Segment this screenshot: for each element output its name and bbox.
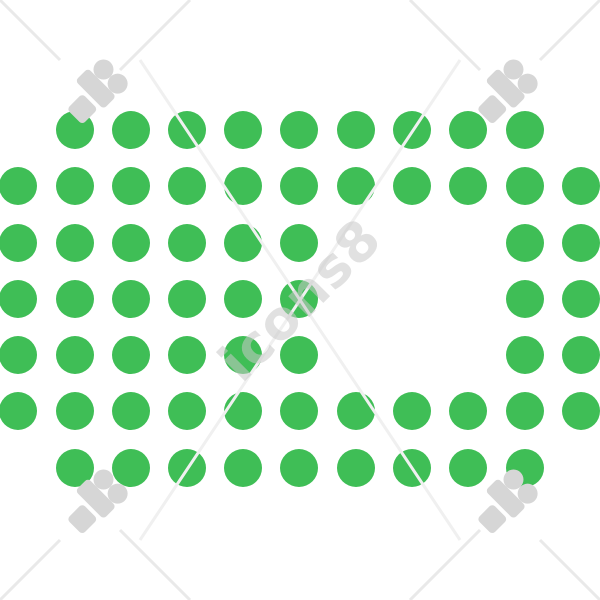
battery-dot <box>224 449 262 487</box>
battery-dot <box>337 392 375 430</box>
battery-dot <box>168 449 206 487</box>
battery-dot <box>449 167 487 205</box>
battery-dot <box>562 224 600 262</box>
battery-dot <box>393 392 431 430</box>
battery-dot <box>56 392 94 430</box>
battery-dot <box>56 111 94 149</box>
battery-dot <box>112 224 150 262</box>
battery-dot <box>0 336 37 374</box>
battery-dot <box>56 449 94 487</box>
battery-dot <box>449 392 487 430</box>
battery-dot <box>168 392 206 430</box>
battery-dot <box>56 224 94 262</box>
battery-dot <box>168 111 206 149</box>
battery-dot <box>506 449 544 487</box>
battery-dot <box>280 392 318 430</box>
battery-dot <box>506 336 544 374</box>
battery-dot <box>280 111 318 149</box>
battery-dot <box>112 449 150 487</box>
battery-dot <box>506 111 544 149</box>
battery-dot <box>393 449 431 487</box>
battery-dot <box>168 224 206 262</box>
battery-dot <box>562 280 600 318</box>
battery-dot <box>280 449 318 487</box>
battery-dot <box>168 280 206 318</box>
battery-dot <box>0 167 37 205</box>
battery-dot <box>168 167 206 205</box>
battery-dot <box>168 336 206 374</box>
battery-dot <box>224 111 262 149</box>
battery-dot <box>449 449 487 487</box>
battery-dot <box>0 392 37 430</box>
battery-dot <box>112 280 150 318</box>
battery-dot <box>393 111 431 149</box>
battery-dot <box>280 167 318 205</box>
battery-dot <box>506 280 544 318</box>
battery-dot <box>224 392 262 430</box>
battery-dot <box>0 224 37 262</box>
battery-dot <box>112 167 150 205</box>
battery-dot <box>449 111 487 149</box>
battery-dot <box>112 336 150 374</box>
battery-dot <box>506 167 544 205</box>
battery-dot <box>337 167 375 205</box>
battery-dot <box>56 280 94 318</box>
battery-dot <box>337 111 375 149</box>
battery-dot <box>112 111 150 149</box>
battery-dot <box>0 280 37 318</box>
battery-dot <box>562 167 600 205</box>
battery-dot <box>506 224 544 262</box>
battery-dot <box>506 392 544 430</box>
battery-dot <box>224 224 262 262</box>
battery-dot <box>393 167 431 205</box>
battery-dot <box>112 392 150 430</box>
battery-dot <box>56 336 94 374</box>
battery-dot <box>562 336 600 374</box>
battery-dot <box>337 449 375 487</box>
battery-dot <box>56 167 94 205</box>
battery-dot <box>224 167 262 205</box>
battery-dot <box>562 392 600 430</box>
